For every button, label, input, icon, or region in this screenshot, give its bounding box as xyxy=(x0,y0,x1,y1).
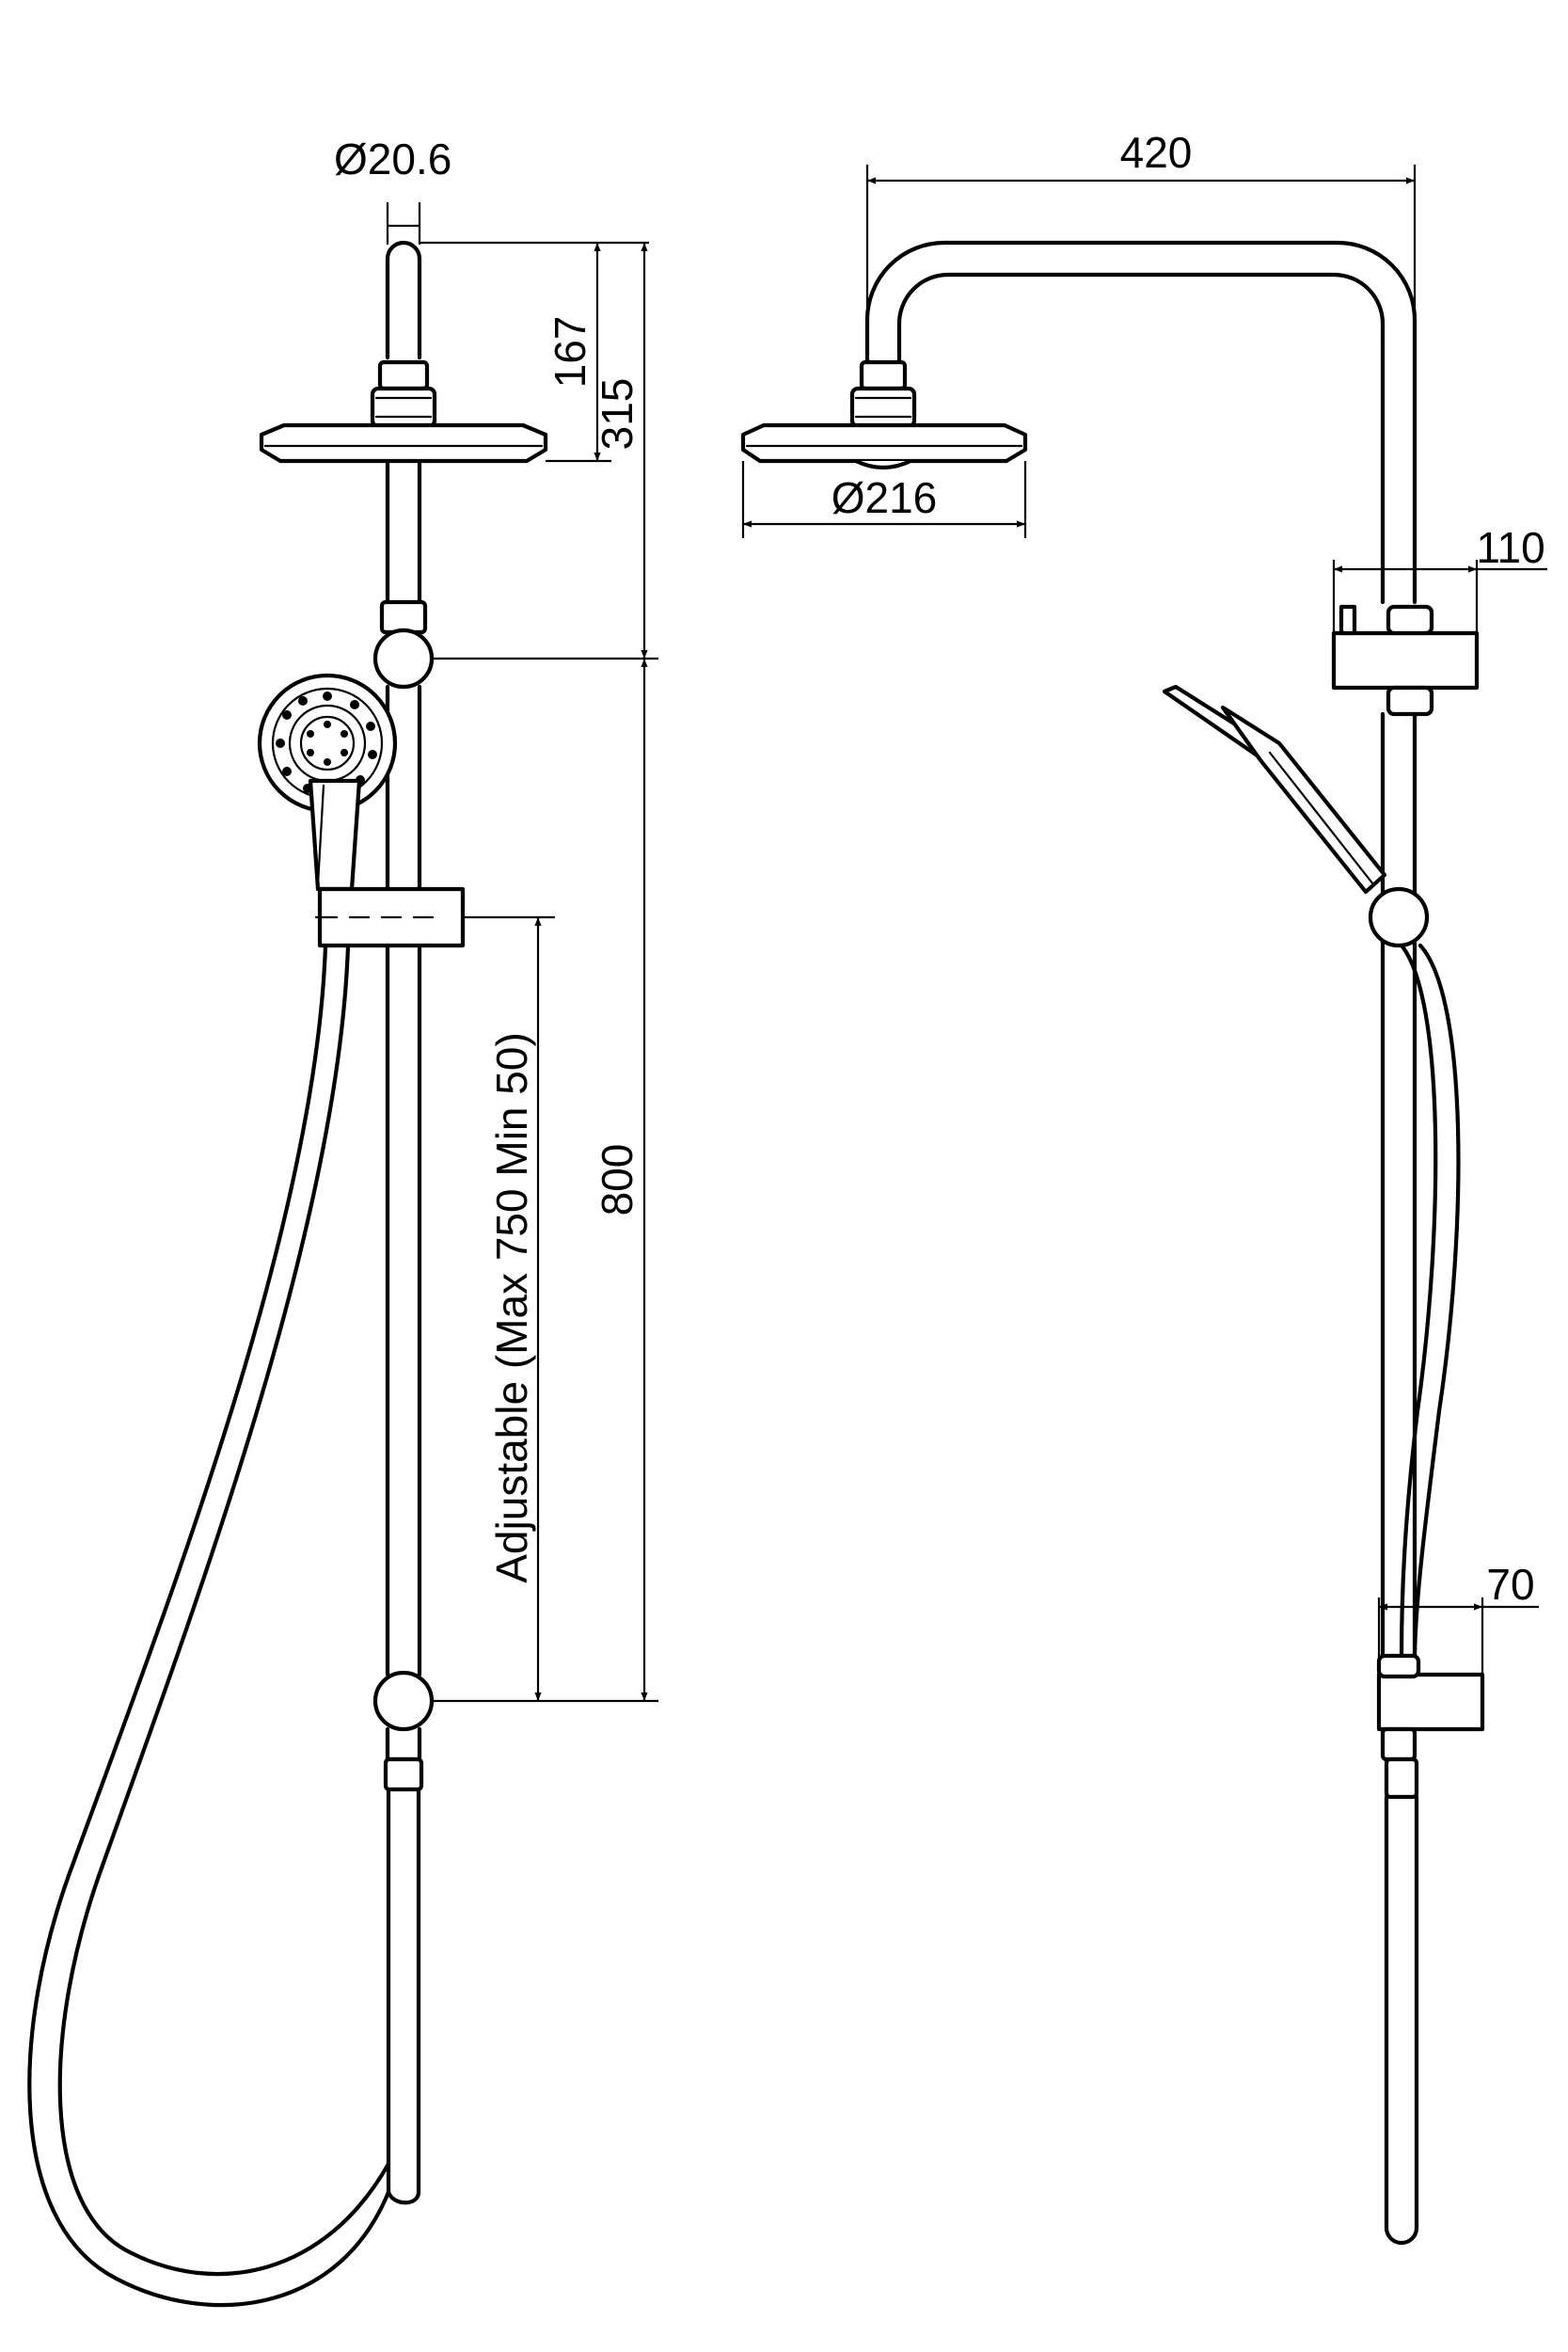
bottom-rail-bracket xyxy=(372,1670,435,1732)
diverter-knob xyxy=(1338,604,1357,636)
adjustable-label: Adjustable (Max 750 Min 50) xyxy=(487,1032,536,1583)
riser-pipe-top xyxy=(385,240,422,360)
front-view xyxy=(27,240,548,2308)
rain-head-side xyxy=(259,422,548,464)
bottom-bracket-width-label: 70 xyxy=(1486,1560,1534,1609)
side-view-dimensions: 420 Ø216 110 70 xyxy=(741,128,1547,1675)
rail-bottom-side xyxy=(1384,1794,1419,2246)
hose-inner xyxy=(57,943,391,2277)
hand-shower-handle-side xyxy=(1220,705,1387,895)
diverter-body xyxy=(1331,630,1480,691)
hand-shower-holder-side xyxy=(1368,886,1430,948)
arm-outer xyxy=(864,240,1418,605)
hose-outer xyxy=(27,943,391,2308)
bottom-bracket-side xyxy=(1376,1672,1485,1732)
arm-inner xyxy=(896,272,1386,605)
rain-head-profile xyxy=(740,422,1028,464)
arm-width-label: 420 xyxy=(1120,128,1193,177)
arm-nut xyxy=(859,359,908,391)
side-view xyxy=(740,240,1485,2246)
height-top-label: 167 xyxy=(546,316,594,389)
bracket-width-label: 110 xyxy=(1476,523,1544,572)
top-rail-bracket xyxy=(372,628,435,690)
rail-length-label: 800 xyxy=(593,1144,641,1216)
rail-end-cap xyxy=(383,1756,424,1792)
hose-side-outer xyxy=(1412,943,1461,1659)
front-view-dimensions: Ø20.6 167 315 800 Adjustable (Max 750 Mi… xyxy=(334,135,658,1703)
head-diameter-label: Ø216 xyxy=(832,473,938,522)
height-head-label: 315 xyxy=(593,378,641,451)
rail-joint xyxy=(379,599,428,635)
pipe-nut xyxy=(377,359,430,391)
shower-arm-connector xyxy=(370,386,437,429)
pipe-diameter-label: Ø20.6 xyxy=(334,135,451,183)
